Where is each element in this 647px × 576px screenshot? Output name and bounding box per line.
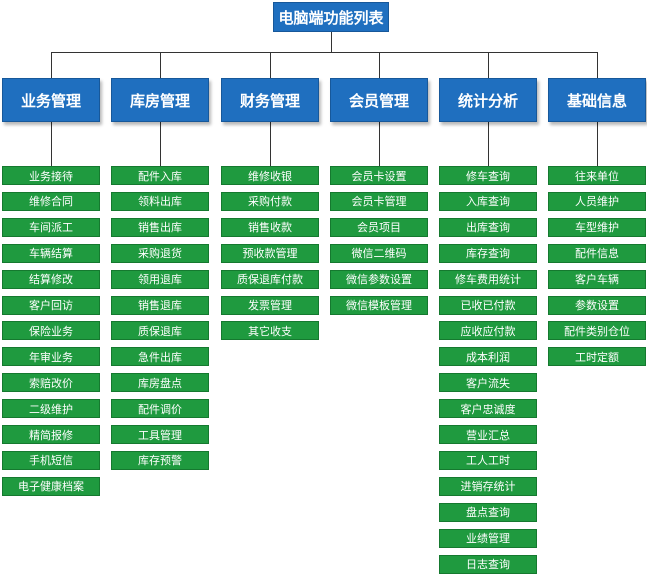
function-item: 车辆结算 [2,243,100,263]
function-item: 索赔改价 [2,373,100,393]
function-item: 配件调价 [111,399,209,419]
function-item: 客户车辆 [548,269,646,289]
category-node: 库房管理 [111,78,209,122]
function-item: 微信二维码 [330,243,428,263]
function-item: 质保退库 [111,321,209,341]
function-item: 保险业务 [2,321,100,341]
function-item: 日志查询 [439,554,537,574]
function-item: 手机短信 [2,450,100,470]
function-item: 客户流失 [439,373,537,393]
connector-line [51,52,598,53]
function-item: 销售退库 [111,295,209,315]
function-item: 销售收款 [221,217,319,237]
function-item: 维修收银 [221,166,319,185]
function-item: 领用退库 [111,269,209,289]
connector-line [597,52,598,78]
function-item: 急件出库 [111,347,209,367]
function-item: 配件入库 [111,166,209,185]
connector-line [331,32,332,52]
function-item: 会员卡设置 [330,166,428,185]
function-item: 销售出库 [111,217,209,237]
category-node: 业务管理 [2,78,100,122]
function-item: 质保退库付款 [221,269,319,289]
function-item: 会员卡管理 [330,191,428,211]
function-item: 精简报修 [2,425,100,444]
connector-line [597,122,598,166]
function-item: 往来单位 [548,166,646,185]
function-item: 工具管理 [111,425,209,444]
function-item: 工人工时 [439,450,537,470]
function-item: 客户回访 [2,295,100,315]
function-item: 进销存统计 [439,476,537,496]
function-item: 修车费用统计 [439,269,537,289]
function-item: 二级维护 [2,399,100,419]
function-item: 年审业务 [2,347,100,367]
connector-line [160,52,161,78]
function-item: 微信模板管理 [330,295,428,315]
function-item: 参数设置 [548,295,646,315]
function-item: 人员维护 [548,191,646,211]
connector-line [379,52,380,78]
function-item: 其它收支 [221,321,319,341]
function-item: 已收已付款 [439,295,537,315]
category-node: 会员管理 [330,78,428,122]
connector-line [160,122,161,166]
function-item: 入库查询 [439,191,537,211]
function-item: 配件信息 [548,243,646,263]
connector-line [488,122,489,166]
function-item: 业务接待 [2,166,100,185]
function-item: 维修合同 [2,191,100,211]
category-node: 财务管理 [221,78,319,122]
function-item: 库存查询 [439,243,537,263]
connector-line [270,122,271,166]
connector-line [270,52,271,78]
function-item: 成本利润 [439,347,537,367]
function-item: 工时定额 [548,347,646,367]
function-item: 电子健康档案 [2,476,100,496]
function-item: 库房盘点 [111,373,209,393]
connector-line [488,52,489,78]
category-node: 基础信息 [548,78,646,122]
function-item: 出库查询 [439,217,537,237]
connector-line [51,52,52,78]
function-item: 客户忠诚度 [439,399,537,419]
function-item: 盘点查询 [439,502,537,522]
function-item: 车型维护 [548,217,646,237]
function-item: 业绩管理 [439,528,537,548]
connector-line [51,122,52,166]
function-item: 应收应付款 [439,321,537,341]
function-item: 修车查询 [439,166,537,185]
category-node: 统计分析 [439,78,537,122]
function-item: 发票管理 [221,295,319,315]
function-item: 结算修改 [2,269,100,289]
connector-line [379,122,380,166]
function-item: 采购退货 [111,243,209,263]
function-item: 营业汇总 [439,425,537,444]
function-item: 采购付款 [221,191,319,211]
root-node: 电脑端功能列表 [273,2,389,32]
function-item: 库存预警 [111,450,209,470]
function-item: 预收款管理 [221,243,319,263]
function-item: 车间派工 [2,217,100,237]
function-item: 配件类别仓位 [548,321,646,341]
function-item: 微信参数设置 [330,269,428,289]
function-item: 领料出库 [111,191,209,211]
function-item: 会员项目 [330,217,428,237]
